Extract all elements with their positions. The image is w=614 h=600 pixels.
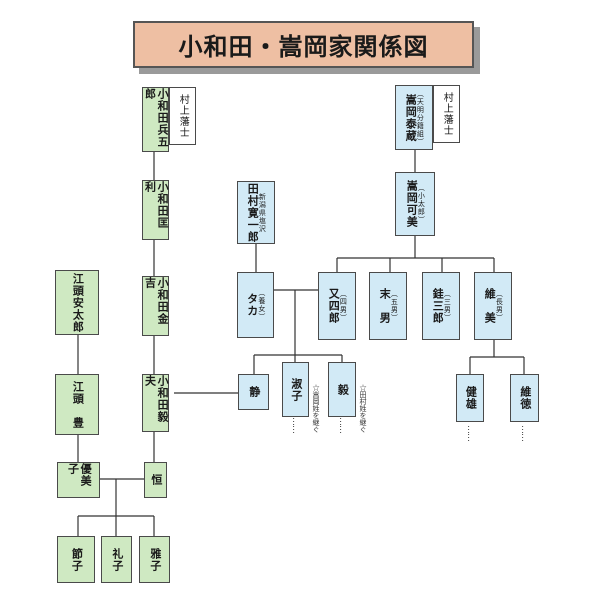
person-label: タカ xyxy=(245,293,259,317)
person-label: 嵩岡可美 xyxy=(405,180,419,228)
person-owada-kinkichi: 小和田金吉 xyxy=(142,276,169,336)
person-keisaburo: 銈三郎 （三男） xyxy=(422,272,460,340)
person-taka: タカ （養女） xyxy=(237,272,274,338)
person-label: 小和田毅夫 xyxy=(143,375,170,423)
person-note: （三男） xyxy=(443,290,452,322)
person-note: （五男） xyxy=(390,290,399,322)
person-shizuka: 静 xyxy=(238,374,269,410)
continuation-dots: …… xyxy=(337,417,347,433)
person-note: （天明分籍組） xyxy=(416,89,425,146)
page-title: 小和田・嵩岡家関係図 xyxy=(178,32,429,61)
person-label: 小和田兵五郎 xyxy=(143,88,170,148)
person-label: 江頭 豊 xyxy=(71,380,85,429)
person-label: 毅 xyxy=(336,383,350,396)
person-note: （小太郎） xyxy=(417,184,426,224)
person-koretoku: 維徳 xyxy=(510,374,539,422)
person-etou-yasutaro: 江頭安太郎 xyxy=(55,270,99,335)
person-note: （養女） xyxy=(257,289,266,321)
person-label: 又四郎 xyxy=(327,288,341,324)
person-label: 恒 xyxy=(149,474,163,486)
person-masako: 雅子 xyxy=(139,536,170,583)
person-note: （長男） xyxy=(495,290,504,322)
person-takaoka-kahei: 嵩岡可美 （小太郎） xyxy=(395,172,435,236)
person-reiko: 礼子 xyxy=(101,536,132,583)
person-label: 健雄 xyxy=(464,386,478,410)
person-label: 優美子 xyxy=(66,463,93,487)
person-tamura-kanichiro: 田村寛一郎 新潟県塩沢 xyxy=(237,181,275,244)
person-label: 礼子 xyxy=(110,547,124,572)
note-tamura-succession: ☆田村姓を継ぐ xyxy=(359,384,367,433)
person-label: 雅子 xyxy=(148,547,162,572)
person-owada-hyogoro: 小和田兵五郎 xyxy=(142,87,169,152)
person-takeo-takaoka: 健雄 xyxy=(456,374,484,422)
person-hisashi: 恒 xyxy=(144,462,167,498)
person-setsuko: 節子 xyxy=(57,536,95,583)
person-label: 維 美 xyxy=(483,288,497,324)
person-toshiko: 淑子 xyxy=(282,362,309,417)
person-label: 維徳 xyxy=(518,386,532,410)
person-owada-kyori: 小和田匡利 xyxy=(142,180,169,240)
continuation-dots: …… xyxy=(290,417,300,433)
person-label: 末 男 xyxy=(378,288,392,324)
continuation-dots: …… xyxy=(465,425,475,441)
continuation-dots: …… xyxy=(519,425,529,441)
person-owada-takeo: 小和田毅夫 xyxy=(142,374,169,432)
person-note: （四男） xyxy=(339,290,348,322)
person-label: 小和田金吉 xyxy=(143,277,170,325)
person-label: 田村寛一郎 xyxy=(246,182,260,243)
person-etou-yutaka: 江頭 豊 xyxy=(55,374,99,435)
person-label: 静 xyxy=(247,386,261,398)
person-takaoka-yasuzou: 嵩岡泰蔵 （天明分籍組） xyxy=(395,85,433,150)
person-label: 江頭安太郎 xyxy=(71,272,85,333)
person-murakami-vassal-takaoka: 村上藩士 xyxy=(433,85,460,143)
person-label: 銈三郎 xyxy=(431,288,445,324)
person-murakami-vassal-owada: 村上藩士 xyxy=(169,87,196,145)
person-sueo: 末 男 （五男） xyxy=(369,272,407,340)
person-label: 節子 xyxy=(70,547,84,572)
person-matashiro: 又四郎 （四男） xyxy=(318,272,356,340)
person-label: 小和田匡利 xyxy=(143,181,170,229)
person-tsuyoshi: 毅 xyxy=(328,362,356,417)
person-yumiko: 優美子 xyxy=(57,462,100,498)
note-takaoka-succession: ☆嵩岡姓を継ぐ xyxy=(312,384,320,433)
person-label: 村上藩士 xyxy=(177,94,189,138)
person-label: 村上藩士 xyxy=(441,92,453,136)
title-box: 小和田・嵩岡家関係図 xyxy=(133,21,474,68)
person-note: 新潟県塩沢 xyxy=(258,192,267,233)
person-label: 嵩岡泰蔵 xyxy=(404,93,418,142)
person-koremi: 維 美 （長男） xyxy=(474,272,512,340)
person-label: 淑子 xyxy=(289,377,303,402)
